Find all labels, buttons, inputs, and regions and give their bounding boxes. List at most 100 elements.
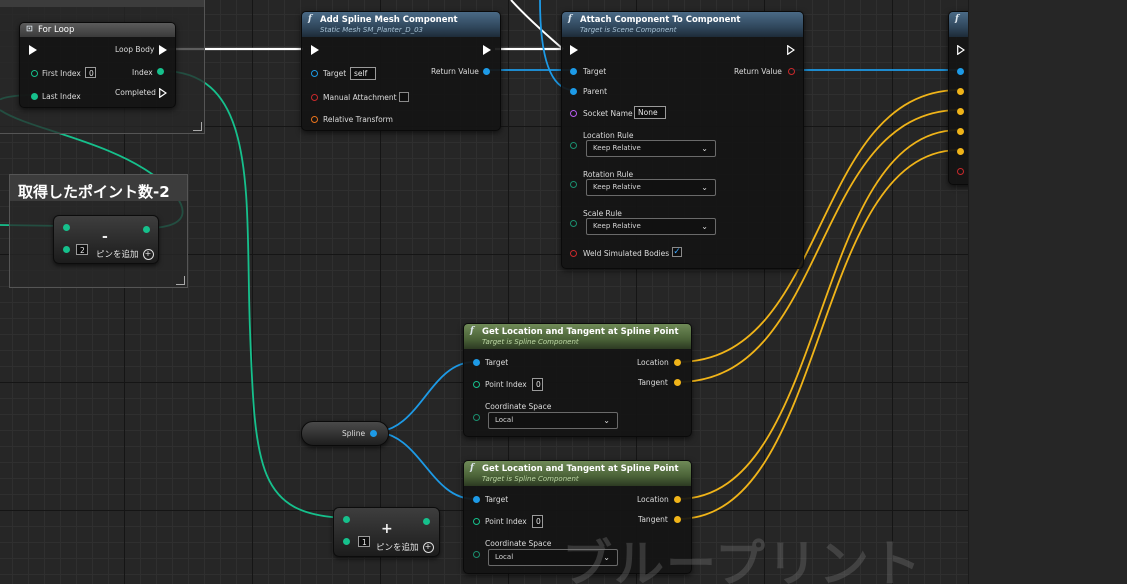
weld-checkbox[interactable]: ✓ — [672, 247, 682, 257]
rotation-rule-dropdown[interactable]: Keep Relative⌄ — [586, 179, 716, 196]
vector-in-pin-4[interactable] — [957, 148, 964, 155]
dropdown-value: Keep Relative — [593, 144, 641, 152]
exec-in-pin[interactable] — [570, 45, 578, 55]
function-icon: f — [308, 14, 312, 24]
scale-rule-pin[interactable] — [570, 220, 577, 227]
chevron-down-icon: ⌄ — [701, 144, 708, 153]
coordinate-space-pin[interactable] — [473, 414, 480, 421]
location-rule-dropdown[interactable]: Keep Relative ⌄ — [586, 140, 716, 157]
input-b-pin[interactable] — [343, 538, 350, 545]
input-b-value[interactable]: 2 — [76, 244, 88, 255]
function-icon: f — [568, 14, 572, 24]
input-b-pin[interactable] — [63, 246, 70, 253]
output-pin[interactable] — [423, 518, 430, 525]
exec-out-pin[interactable] — [787, 45, 795, 55]
point-index-pin[interactable] — [473, 518, 480, 525]
tangent-pin[interactable] — [674, 516, 681, 523]
exec-in-pin[interactable] — [29, 45, 37, 55]
target-pin[interactable] — [311, 70, 318, 77]
return-value-label: Return Value — [734, 67, 782, 76]
offscreen-function-node[interactable]: f — [948, 11, 968, 185]
rotation-rule-label: Rotation Rule — [583, 170, 634, 179]
input-a-pin[interactable] — [343, 516, 350, 523]
loop-body-exec-pin[interactable] — [159, 45, 167, 55]
vector-in-pin-1[interactable] — [957, 88, 964, 95]
blueprint-graph[interactable]: ⊡ For Loop Loop Body First Index 0 Index… — [0, 0, 968, 584]
add-pin-button[interactable]: ピンを追加+ — [96, 248, 154, 260]
spline-out-pin[interactable] — [370, 430, 377, 437]
function-icon: f — [470, 326, 474, 336]
return-value-pin[interactable] — [788, 68, 795, 75]
target-pin[interactable] — [473, 496, 480, 503]
return-value-pin[interactable] — [483, 68, 490, 75]
point-index-label: Point Index — [485, 517, 527, 526]
coordinate-space-pin[interactable] — [473, 551, 480, 558]
node-subtitle: Target is Spline Component — [482, 338, 579, 346]
first-index-input[interactable]: 0 — [85, 67, 96, 78]
location-pin[interactable] — [674, 359, 681, 366]
spline-label: Spline — [342, 429, 366, 438]
vector-in-pin-3[interactable] — [957, 128, 964, 135]
coordinate-space-dropdown[interactable]: Local⌄ — [488, 549, 618, 566]
first-index-label: First Index — [42, 69, 81, 78]
exec-out-pin[interactable] — [483, 45, 491, 55]
for-loop-node[interactable]: ⊡ For Loop Loop Body First Index 0 Index… — [19, 22, 176, 108]
input-a-pin[interactable] — [63, 224, 70, 231]
attach-component-node[interactable]: f Attach Component To Component Target i… — [561, 11, 804, 269]
node-header: f — [949, 12, 968, 37]
location-pin[interactable] — [674, 496, 681, 503]
socket-name-input[interactable]: None — [634, 106, 666, 119]
tangent-label: Tangent — [638, 378, 668, 387]
point-index-input[interactable]: 0 — [532, 515, 543, 528]
target-input[interactable]: self — [350, 67, 376, 80]
resize-handle[interactable] — [176, 276, 185, 285]
subtract-node[interactable]: 2 - ピンを追加+ — [53, 215, 159, 264]
point-index-pin[interactable] — [473, 381, 480, 388]
add-pin-label: ピンを追加 — [96, 250, 139, 260]
socket-name-pin[interactable] — [570, 110, 577, 117]
tangent-pin[interactable] — [674, 379, 681, 386]
manual-attachment-pin[interactable] — [311, 94, 318, 101]
resize-handle[interactable] — [193, 122, 202, 131]
vector-wire-2 — [677, 109, 959, 383]
output-pin[interactable] — [143, 226, 150, 233]
input-b-value[interactable]: 1 — [358, 536, 370, 547]
weld-label: Weld Simulated Bodies — [583, 249, 670, 258]
scale-rule-dropdown[interactable]: Keep Relative ⌄ — [586, 218, 716, 235]
dropdown-value: Keep Relative — [593, 222, 641, 230]
target-pin[interactable] — [570, 68, 577, 75]
object-wire-spline2 — [373, 431, 475, 500]
coordinate-space-dropdown[interactable]: Local⌄ — [488, 412, 618, 429]
manual-attachment-checkbox[interactable] — [399, 92, 409, 102]
object-in-pin[interactable] — [957, 68, 964, 75]
coordinate-space-label: Coordinate Space — [485, 539, 552, 548]
int-wire-index — [161, 70, 347, 519]
spline-variable-node[interactable]: Spline — [301, 421, 389, 446]
vector-in-pin-2[interactable] — [957, 108, 964, 115]
completed-exec-pin[interactable] — [159, 88, 167, 98]
exec-wire-top — [510, 0, 564, 50]
last-index-pin[interactable] — [31, 93, 38, 100]
target-pin[interactable] — [473, 359, 480, 366]
get-location-tangent-node-1[interactable]: f Get Location and Tangent at Spline Poi… — [463, 323, 692, 437]
tangent-label: Tangent — [638, 515, 668, 524]
index-out-pin[interactable] — [157, 68, 164, 75]
scale-rule-label: Scale Rule — [583, 209, 622, 218]
add-node[interactable]: 1 + ピンを追加+ — [333, 507, 440, 557]
exec-in-pin[interactable] — [311, 45, 319, 55]
manual-attachment-label: Manual Attachment — [323, 93, 397, 102]
get-location-tangent-node-2[interactable]: f Get Location and Tangent at Spline Poi… — [463, 460, 692, 574]
weld-pin[interactable] — [570, 250, 577, 257]
relative-transform-pin[interactable] — [311, 116, 318, 123]
add-pin-button[interactable]: ピンを追加+ — [376, 541, 434, 553]
rotation-rule-pin[interactable] — [570, 181, 577, 188]
point-index-input[interactable]: 0 — [532, 378, 543, 391]
add-symbol: + — [381, 521, 393, 537]
first-index-pin[interactable] — [31, 70, 38, 77]
parent-pin[interactable] — [570, 88, 577, 95]
exec-in-pin[interactable] — [957, 45, 965, 55]
add-spline-mesh-node[interactable]: f Add Spline Mesh Component Static Mesh … — [301, 11, 501, 131]
chevron-down-icon: ⌄ — [701, 222, 708, 231]
bool-in-pin[interactable] — [957, 168, 964, 175]
location-rule-pin[interactable] — [570, 142, 577, 149]
